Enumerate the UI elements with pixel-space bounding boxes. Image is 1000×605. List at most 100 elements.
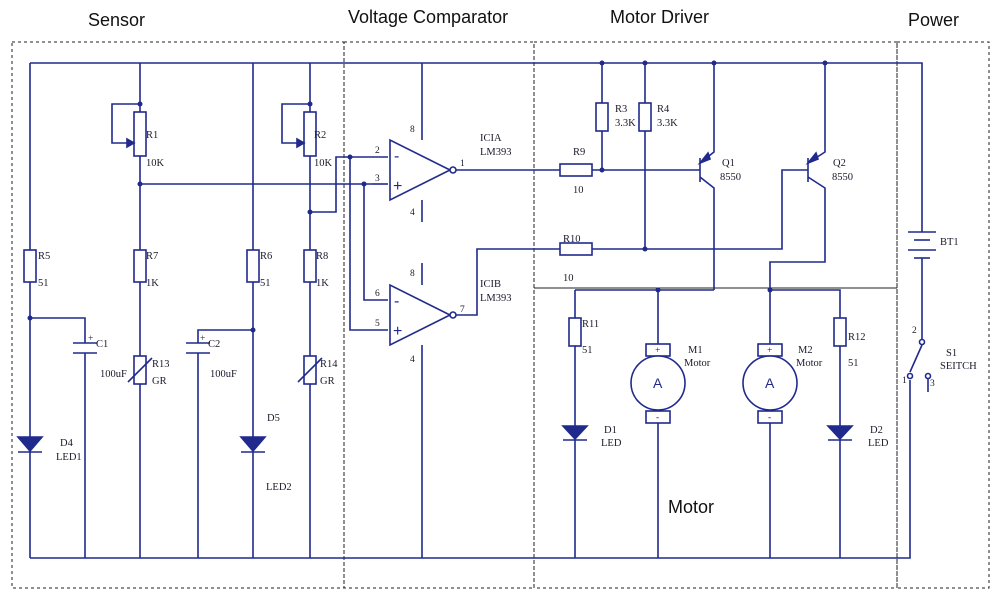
- ic1b-plus-sign: +: [393, 323, 402, 340]
- motor-m1-bottom-terminal: [645, 410, 671, 424]
- q2-emitter: [807, 63, 826, 164]
- m2-label: M2: [798, 345, 813, 356]
- r6-label: R6: [260, 251, 272, 262]
- resistor-r8: [303, 249, 317, 283]
- ic1b-minus-sign: -: [394, 293, 399, 310]
- wire-c2-branch: [197, 329, 253, 558]
- switch-s1-lever: [909, 344, 923, 373]
- c1-value: 100uF: [100, 369, 127, 380]
- m1-symbol: A: [653, 375, 663, 391]
- d4-label: D4: [60, 438, 74, 449]
- ic1a-pin2: 2: [375, 146, 380, 156]
- r14-label: R14: [320, 359, 338, 370]
- r3-label: R3: [615, 104, 627, 115]
- node-q1-base: [599, 167, 605, 173]
- q2-collector: [769, 176, 826, 290]
- m2-symbol: A: [765, 375, 775, 391]
- c1-plus-sign: +: [88, 334, 93, 344]
- led-d1-icon: [561, 425, 589, 441]
- motor-m1-icon: [630, 355, 686, 411]
- wire-q2-out: [770, 289, 841, 558]
- ic1a-pin4: 4: [410, 208, 415, 218]
- q1-emitter: [699, 63, 715, 164]
- resistor-r11: [568, 317, 582, 347]
- ldr-r14-slash: [297, 357, 323, 383]
- node-q2-base: [642, 246, 648, 252]
- ic1a-minus-sign: -: [394, 148, 399, 165]
- m2-plus: +: [767, 346, 772, 356]
- r4-value: 3.3K: [657, 118, 678, 129]
- node-r2-top: [307, 101, 313, 107]
- d4-value: LED1: [56, 452, 82, 463]
- r13-label: R13: [152, 359, 170, 370]
- r1-wiper: [111, 103, 140, 144]
- led-d4-icon: [16, 436, 44, 453]
- r2-wiper: [281, 103, 310, 144]
- c2-value: 100uF: [210, 369, 237, 380]
- resistor-r6: [246, 249, 260, 283]
- wire-q1-out: [574, 289, 714, 558]
- led-d2-icon: [826, 425, 854, 441]
- node-q2-out: [767, 287, 773, 293]
- ic1b-pin4: 4: [410, 355, 415, 365]
- node-c1-branch: [27, 315, 33, 321]
- r12-label: R12: [848, 332, 866, 343]
- r7-label: R7: [146, 251, 158, 262]
- s1-pin1: 1: [902, 376, 907, 386]
- ic1a-pin8: 8: [410, 125, 415, 135]
- wire-sensor2-signal: [310, 156, 388, 213]
- r5-label: R5: [38, 251, 50, 262]
- ic1a-pin1: 1: [460, 159, 465, 169]
- node-q1-top: [711, 60, 717, 66]
- r9-label: R9: [573, 147, 585, 158]
- d2-value: LED: [868, 438, 889, 449]
- motor-m2-icon: [742, 355, 798, 411]
- m1-value: Motor: [684, 358, 711, 369]
- m1-plus: +: [655, 346, 660, 356]
- d1-label: D1: [604, 425, 617, 436]
- r5-value: 51: [38, 278, 49, 289]
- s1-pin2: 2: [912, 326, 917, 336]
- r2-label: R2: [314, 130, 326, 141]
- motor-m2-bottom-terminal: [757, 410, 783, 424]
- r9-value: 10: [573, 185, 584, 196]
- ic1a-label: ICIA: [480, 133, 502, 144]
- wire-r10-to-q2: [592, 169, 808, 250]
- ic1a-plus-sign: +: [393, 178, 402, 195]
- potentiometer-r1: [133, 111, 147, 157]
- q1-arrow: [697, 151, 711, 165]
- r1-value: 10K: [146, 158, 165, 169]
- r2-value: 10K: [314, 158, 333, 169]
- comparator-ic1b: [389, 283, 452, 347]
- switch-s1-contact-right: [924, 372, 932, 380]
- r11-label: R11: [582, 319, 599, 330]
- resistor-r4: [638, 102, 652, 132]
- c2-plus-sign: +: [200, 334, 205, 344]
- q1-value: 8550: [720, 172, 741, 183]
- driver-section-title: Motor Driver: [610, 7, 709, 27]
- resistor-r12: [833, 317, 847, 347]
- r1-wiper-arrow: [126, 137, 136, 149]
- ic1b-output-bubble: [449, 311, 457, 319]
- r4-label: R4: [657, 104, 670, 115]
- switch-s1-contact-left: [906, 372, 914, 380]
- m2-value: Motor: [796, 358, 823, 369]
- node-sensor2: [307, 209, 313, 215]
- d5-label: D5: [267, 413, 280, 424]
- comparator-section-title: Voltage Comparator: [348, 7, 508, 27]
- motor-section-title: Motor: [668, 497, 714, 517]
- wire-sensor1-to-icb: [363, 184, 388, 301]
- bt1-label: BT1: [940, 237, 959, 248]
- r8-label: R8: [316, 251, 328, 262]
- q1-collector: [699, 176, 715, 290]
- r11-value: 51: [582, 345, 593, 356]
- ic1b-label: ICIB: [480, 279, 501, 290]
- ic1a-pin3: 3: [375, 174, 380, 184]
- sensor-section-box: [11, 41, 345, 589]
- resistor-r9: [559, 163, 593, 177]
- wire-ic1b-out: [456, 248, 560, 316]
- node-sensor1: [137, 181, 143, 187]
- d2-label: D2: [870, 425, 883, 436]
- m1-minus: -: [656, 413, 659, 423]
